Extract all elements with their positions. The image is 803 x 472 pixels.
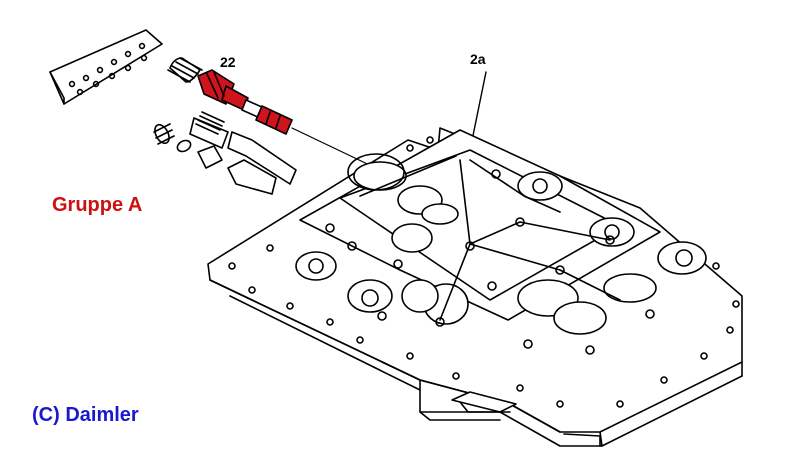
part-number-22: 22: [220, 54, 236, 70]
gasket-plate: [49, 29, 163, 105]
valve-spool-22: [197, 69, 293, 135]
copyright-label: (C) Daimler: [32, 404, 139, 426]
spring-22: [167, 57, 203, 83]
small-parts-row: [153, 111, 297, 195]
group-label: Gruppe A: [52, 194, 143, 216]
valve-body: [207, 127, 743, 447]
part-number-2a: 2a: [470, 51, 486, 67]
leader-22: [291, 127, 381, 171]
